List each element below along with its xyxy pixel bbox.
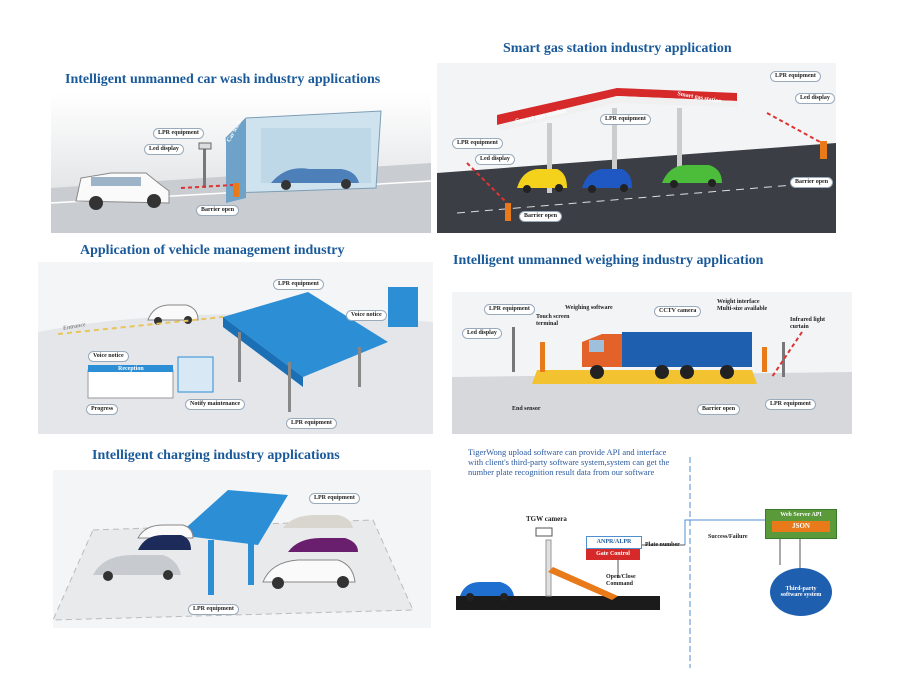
gate-control-box: Gate Control — [586, 549, 640, 560]
gas-lpr-label-2: LPR equipment — [600, 114, 651, 125]
vm-notify-label: Notify maintenance — [185, 399, 246, 410]
gas-station-scene: Smart gas station Smart gas station LPR … — [437, 63, 836, 233]
vm-reception-label: Reception — [118, 366, 144, 372]
vm-voice-notice-left: Voice notice — [88, 351, 129, 362]
wt-lpr-left-label: LPR equipment — [484, 304, 535, 315]
gas-station-title: Smart gas station industry application — [503, 41, 732, 56]
vehicle-mgmt-title: Application of vehicle management indust… — [80, 243, 345, 258]
wt-lpr-right-label: LPR equipment — [765, 399, 816, 410]
gas-barrier-label-1: Barrier open — [790, 177, 834, 188]
car-wash-barrier-label: Barrier open — [196, 205, 240, 216]
ch-lpr-bottom-label: LPR equipment — [188, 604, 239, 615]
gas-barrier-label-2: Barrier open — [519, 211, 563, 222]
wt-infrared: Infrared light curtain — [790, 317, 826, 330]
car-wash-led-label: Led display — [144, 144, 184, 155]
success-failure-label: Success/Failure — [708, 534, 748, 540]
web-server-label: Web Server API — [780, 512, 822, 518]
wt-barrier-label: Barrier open — [697, 404, 741, 415]
vm-lpr-bottom-label: LPR equipment — [286, 418, 337, 429]
wt-led-label: Led display — [462, 328, 502, 339]
wt-weighing-software: Weighing software — [565, 305, 613, 311]
plate-number-label: Plate number — [645, 542, 680, 548]
car-wash-scene: LPR equipment Led display Barrier open C… — [51, 93, 431, 233]
gas-lpr-label-3: LPR equipment — [452, 138, 503, 149]
web-server-box: Web Server API JSON — [765, 509, 837, 539]
api-description: TigerWong upload software can provide AP… — [468, 447, 670, 477]
gas-lpr-label-1: LPR equipment — [770, 71, 821, 82]
gas-led-label-1: Led display — [795, 93, 835, 104]
weighing-scene: LPR equipment Weighing software Touch sc… — [452, 292, 852, 434]
wt-weight-interface: Weight interface Multi-size available — [717, 299, 768, 312]
charging-title: Intelligent charging industry applicatio… — [92, 448, 340, 463]
car-wash-title: Intelligent unmanned car wash industry a… — [65, 72, 381, 87]
third-party-label: Third-party software system — [780, 586, 822, 598]
vm-progress-label: Progress — [86, 404, 119, 415]
car-wash-lpr-label: LPR equipment — [153, 128, 204, 139]
wt-cctv-label: CCTV camera — [654, 306, 702, 317]
ch-lpr-top-label: LPR equipment — [309, 493, 360, 504]
third-party-circle: Third-party software system — [770, 568, 832, 616]
charging-scene: LPR equipment LPR equipment — [53, 470, 431, 628]
json-label: JSON — [772, 521, 830, 532]
wt-touch-screen: Touch screen terminal — [536, 314, 570, 327]
gas-led-label-2: Led display — [475, 154, 515, 165]
vehicle-mgmt-scene: LPR equipment Voice notice Entrance Voic… — [38, 262, 433, 434]
open-close-label: Open/Close Command — [606, 574, 636, 587]
vm-lpr-top-label: LPR equipment — [273, 279, 324, 290]
api-camera-label: TGW camera — [526, 515, 567, 523]
wt-end-sensor: End sensor — [512, 406, 541, 412]
anpr-box: ANPR/ALPR — [586, 536, 642, 549]
weighing-title: Intelligent unmanned weighing industry a… — [453, 253, 764, 268]
vm-voice-notice-right: Voice notice — [346, 310, 387, 321]
